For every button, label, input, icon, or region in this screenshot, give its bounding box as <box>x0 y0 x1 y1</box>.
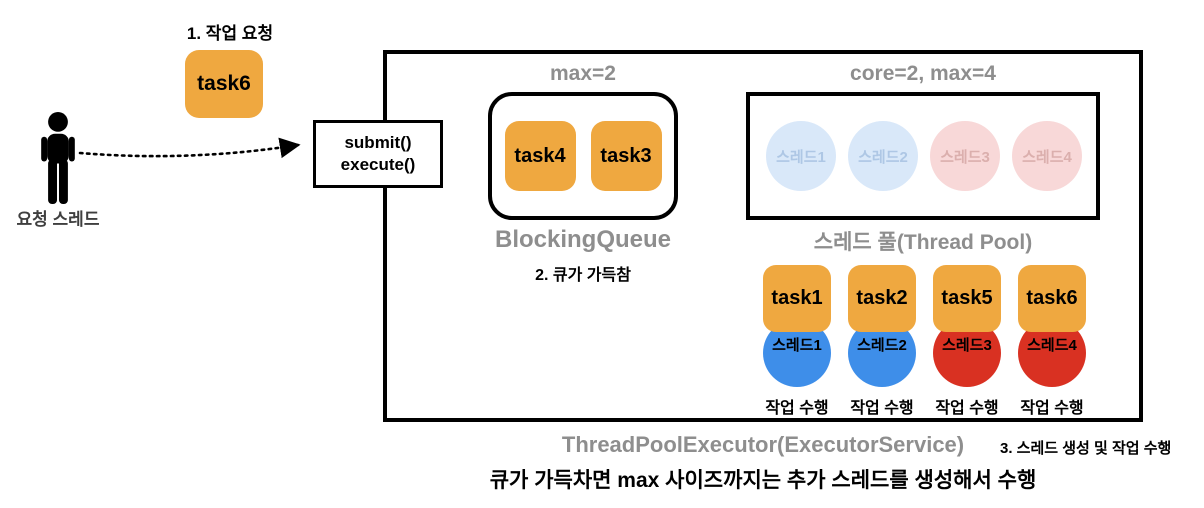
worker-thread-label: 스레드2 <box>857 337 907 354</box>
running-task-box: task2 <box>848 265 916 332</box>
thread-pool-box: 스레드1 스레드2 스레드3 스레드4 <box>746 92 1100 220</box>
idle-thread-circle: 스레드3 <box>930 121 1000 191</box>
worker-thread-label: 스레드1 <box>772 337 822 354</box>
thread-pool-title: 스레드 풀(Thread Pool) <box>813 231 1033 254</box>
queue-max-label: max=2 <box>550 62 616 85</box>
running-column: 스레드4 task6 작업 수행 <box>1018 265 1086 425</box>
step3-label: 3. 스레드 생성 및 작업 수행 <box>1000 440 1172 457</box>
requester-label: 요청 스레드 <box>16 210 100 229</box>
submit-execute-box: submit() execute() <box>313 120 443 188</box>
execute-label: execute() <box>340 155 416 174</box>
run-status-label: 작업 수행 <box>765 400 829 417</box>
caption: 큐가 가득차면 max 사이즈까지는 추가 스레드를 생성해서 수행 <box>489 469 1037 492</box>
person-icon <box>41 111 75 205</box>
idle-thread-circle: 스레드1 <box>766 121 836 191</box>
incoming-task-box: task6 <box>185 50 263 118</box>
running-task-box: task1 <box>763 265 831 332</box>
idle-thread-circle: 스레드2 <box>848 121 918 191</box>
blocking-queue-title: BlockingQueue <box>494 226 672 253</box>
worker-thread-label: 스레드4 <box>1027 337 1077 354</box>
run-status-label: 작업 수행 <box>850 400 914 417</box>
executor-title: ThreadPoolExecutor(ExecutorService) <box>561 432 965 457</box>
request-arrow-icon <box>78 137 301 159</box>
running-column: 스레드3 task5 작업 수행 <box>933 265 1001 425</box>
worker-thread-label: 스레드3 <box>942 337 992 354</box>
submit-label: submit() <box>344 132 412 152</box>
step1-label: 1. 작업 요청 <box>186 24 274 43</box>
queued-task-box: task4 <box>504 121 576 191</box>
run-status-label: 작업 수행 <box>935 400 999 417</box>
idle-thread-circle: 스레드4 <box>1012 121 1082 191</box>
queued-task-box: task3 <box>590 121 662 191</box>
pool-config-label: core=2, max=4 <box>850 62 996 85</box>
running-task-box: task5 <box>933 265 1001 332</box>
run-status-label: 작업 수행 <box>1020 400 1084 417</box>
step2-label: 2. 큐가 가득참 <box>535 267 631 284</box>
running-task-box: task6 <box>1018 265 1086 332</box>
running-column: 스레드2 task2 작업 수행 <box>848 265 916 425</box>
running-column: 스레드1 task1 작업 수행 <box>763 265 831 425</box>
blocking-queue-box: task4 task3 <box>488 92 678 220</box>
